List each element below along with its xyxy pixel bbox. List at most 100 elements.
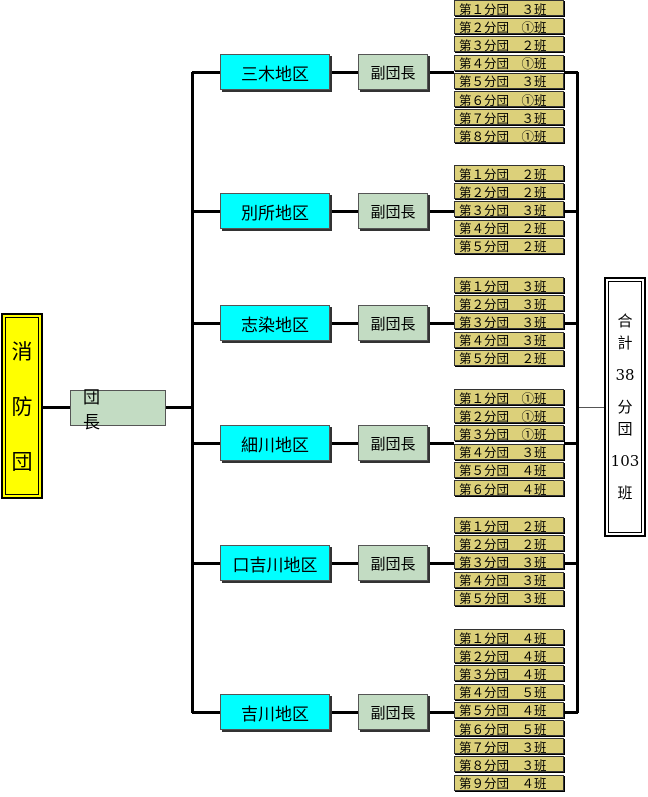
unit-label: 第１分団 ①班 [459,390,547,406]
vice-unit-connector [430,562,454,565]
unit-box: 第１分団 ①班 [454,389,564,406]
unit-label: 第４分団 ３班 [459,573,547,589]
chief-trunk-connector [166,406,192,409]
unit-box: 第３分団 ３班 [454,201,564,218]
unit-box: 第９分団 ４班 [454,774,564,792]
fire-brigade-char: 防 [11,394,33,419]
unit-box: 第２分団 ２班 [454,535,564,552]
unit-trunk-connector [564,322,578,325]
fire-brigade-box: 消 防 団 [1,313,43,499]
unit-box: 第６分団 ５班 [454,720,564,737]
unit-label: 第４分団 ３班 [459,333,547,349]
unit-box: 第２分団 ３班 [454,295,564,312]
district-trunk [191,72,194,713]
district-vice-connector [332,71,358,74]
unit-label: 第３分団 ①班 [459,426,547,442]
district-box: 口吉川地区 [220,545,330,581]
unit-label: 第２分団 ４班 [459,648,547,664]
unit-box: 第５分団 ３班 [454,72,564,90]
total-line: 38 [615,366,635,384]
unit-label: 第２分団 ①班 [459,19,547,35]
trunk-district-connector [192,71,220,74]
unit-label: 第１分団 ２班 [459,518,547,534]
unit-box: 第２分団 ①班 [454,407,564,424]
unit-box: 第２分団 ４班 [454,647,564,664]
unit-label: 第５分団 ４班 [459,703,547,719]
district-name: 三木地区 [241,64,309,85]
unit-label: 第８分団 ①班 [459,128,547,144]
unit-trunk-connector [564,210,578,213]
unit-box: 第４分団 ２班 [454,219,564,237]
district-name: 志染地区 [241,315,309,336]
unit-label: 第９分団 ４班 [459,776,547,792]
unit-box: 第３分団 ４班 [454,665,564,682]
unit-box: 第３分団 ２班 [454,36,564,53]
unit-box: 第６分団 ①班 [454,91,564,108]
unit-label: 第７分団 ３班 [459,110,547,126]
total-line: 103 [610,452,640,470]
total-line: 班 [617,484,633,502]
district-name: 口吉川地区 [232,555,318,576]
unit-trunk [576,72,579,713]
unit-label: 第７分団 ３班 [459,739,547,755]
root-chief-connector [43,406,70,409]
unit-label: 第３分団 ４班 [459,666,547,682]
unit-box: 第１分団 ４班 [454,629,564,646]
unit-box: 第１分団 ２班 [454,517,564,534]
trunk-district-connector [192,210,220,213]
vice-unit-connector [430,711,454,714]
unit-label: 第１分団 ３班 [459,1,547,17]
vice-chief-label: 副団長 [370,434,416,453]
unit-box: 第７分団 ３班 [454,109,564,126]
unit-label: 第５分団 ３班 [459,591,547,607]
vice-chief-label: 副団長 [370,554,416,573]
district-vice-connector [332,442,358,445]
unit-box: 第４分団 ３班 [454,331,564,349]
unit-label: 第４分団 ５班 [459,685,547,701]
vice-chief-box: 副団長 [358,545,428,581]
district-box: 別所地区 [220,193,330,229]
unit-box: 第４分団 ３班 [454,443,564,461]
unit-label: 第５分団 ３班 [459,74,547,90]
vice-unit-connector [430,322,454,325]
fire-brigade-char: 団 [11,450,33,475]
unit-label: 第３分団 ２班 [459,37,547,53]
unit-trunk-connector [564,711,578,714]
unit-box: 第５分団 ２班 [454,349,564,366]
unit-label: 第５分団 ４班 [459,463,547,479]
vice-unit-connector [430,210,454,213]
unit-label: 第２分団 ３班 [459,296,547,312]
unit-label: 第４分団 ３班 [459,445,547,461]
trunk-district-connector [192,442,220,445]
unit-trunk-connector [564,562,578,565]
unit-label: 第２分団 ２班 [459,184,547,200]
fire-brigade-char: 消 [11,339,33,364]
unit-box: 第１分団 ３班 [454,277,564,294]
unit-box: 第１分団 ３班 [454,0,564,17]
vice-unit-connector [430,442,454,445]
unit-label: 第４分団 ２班 [459,221,547,237]
vice-chief-label: 副団長 [370,63,416,82]
chief-box: 団 長 [70,388,166,433]
unit-box: 第５分団 ２班 [454,237,564,254]
unit-box: 第４分団 ５班 [454,683,564,701]
unit-label: 第３分団 ３班 [459,554,547,570]
district-vice-connector [332,322,358,325]
chief-label: 団 長 [83,388,145,433]
vice-unit-connector [430,71,454,74]
unit-box: 第３分団 ３班 [454,313,564,330]
unit-box: 第６分団 ４班 [454,480,564,497]
unit-box: 第８分団 ①班 [454,127,564,144]
unit-box: 第７分団 ３班 [454,738,564,755]
unit-label: 第４分団 ①班 [459,56,547,72]
unit-box: 第４分団 ３班 [454,571,564,589]
district-vice-connector [332,562,358,565]
district-box: 吉川地区 [220,694,330,730]
vice-chief-box: 副団長 [358,193,428,229]
unit-label: 第１分団 ３班 [459,278,547,294]
district-vice-connector [332,210,358,213]
district-name: 別所地区 [241,203,309,224]
unit-label: 第２分団 ①班 [459,408,547,424]
unit-box: 第２分団 ①班 [454,18,564,35]
unit-label: 第６分団 ①班 [459,92,547,108]
